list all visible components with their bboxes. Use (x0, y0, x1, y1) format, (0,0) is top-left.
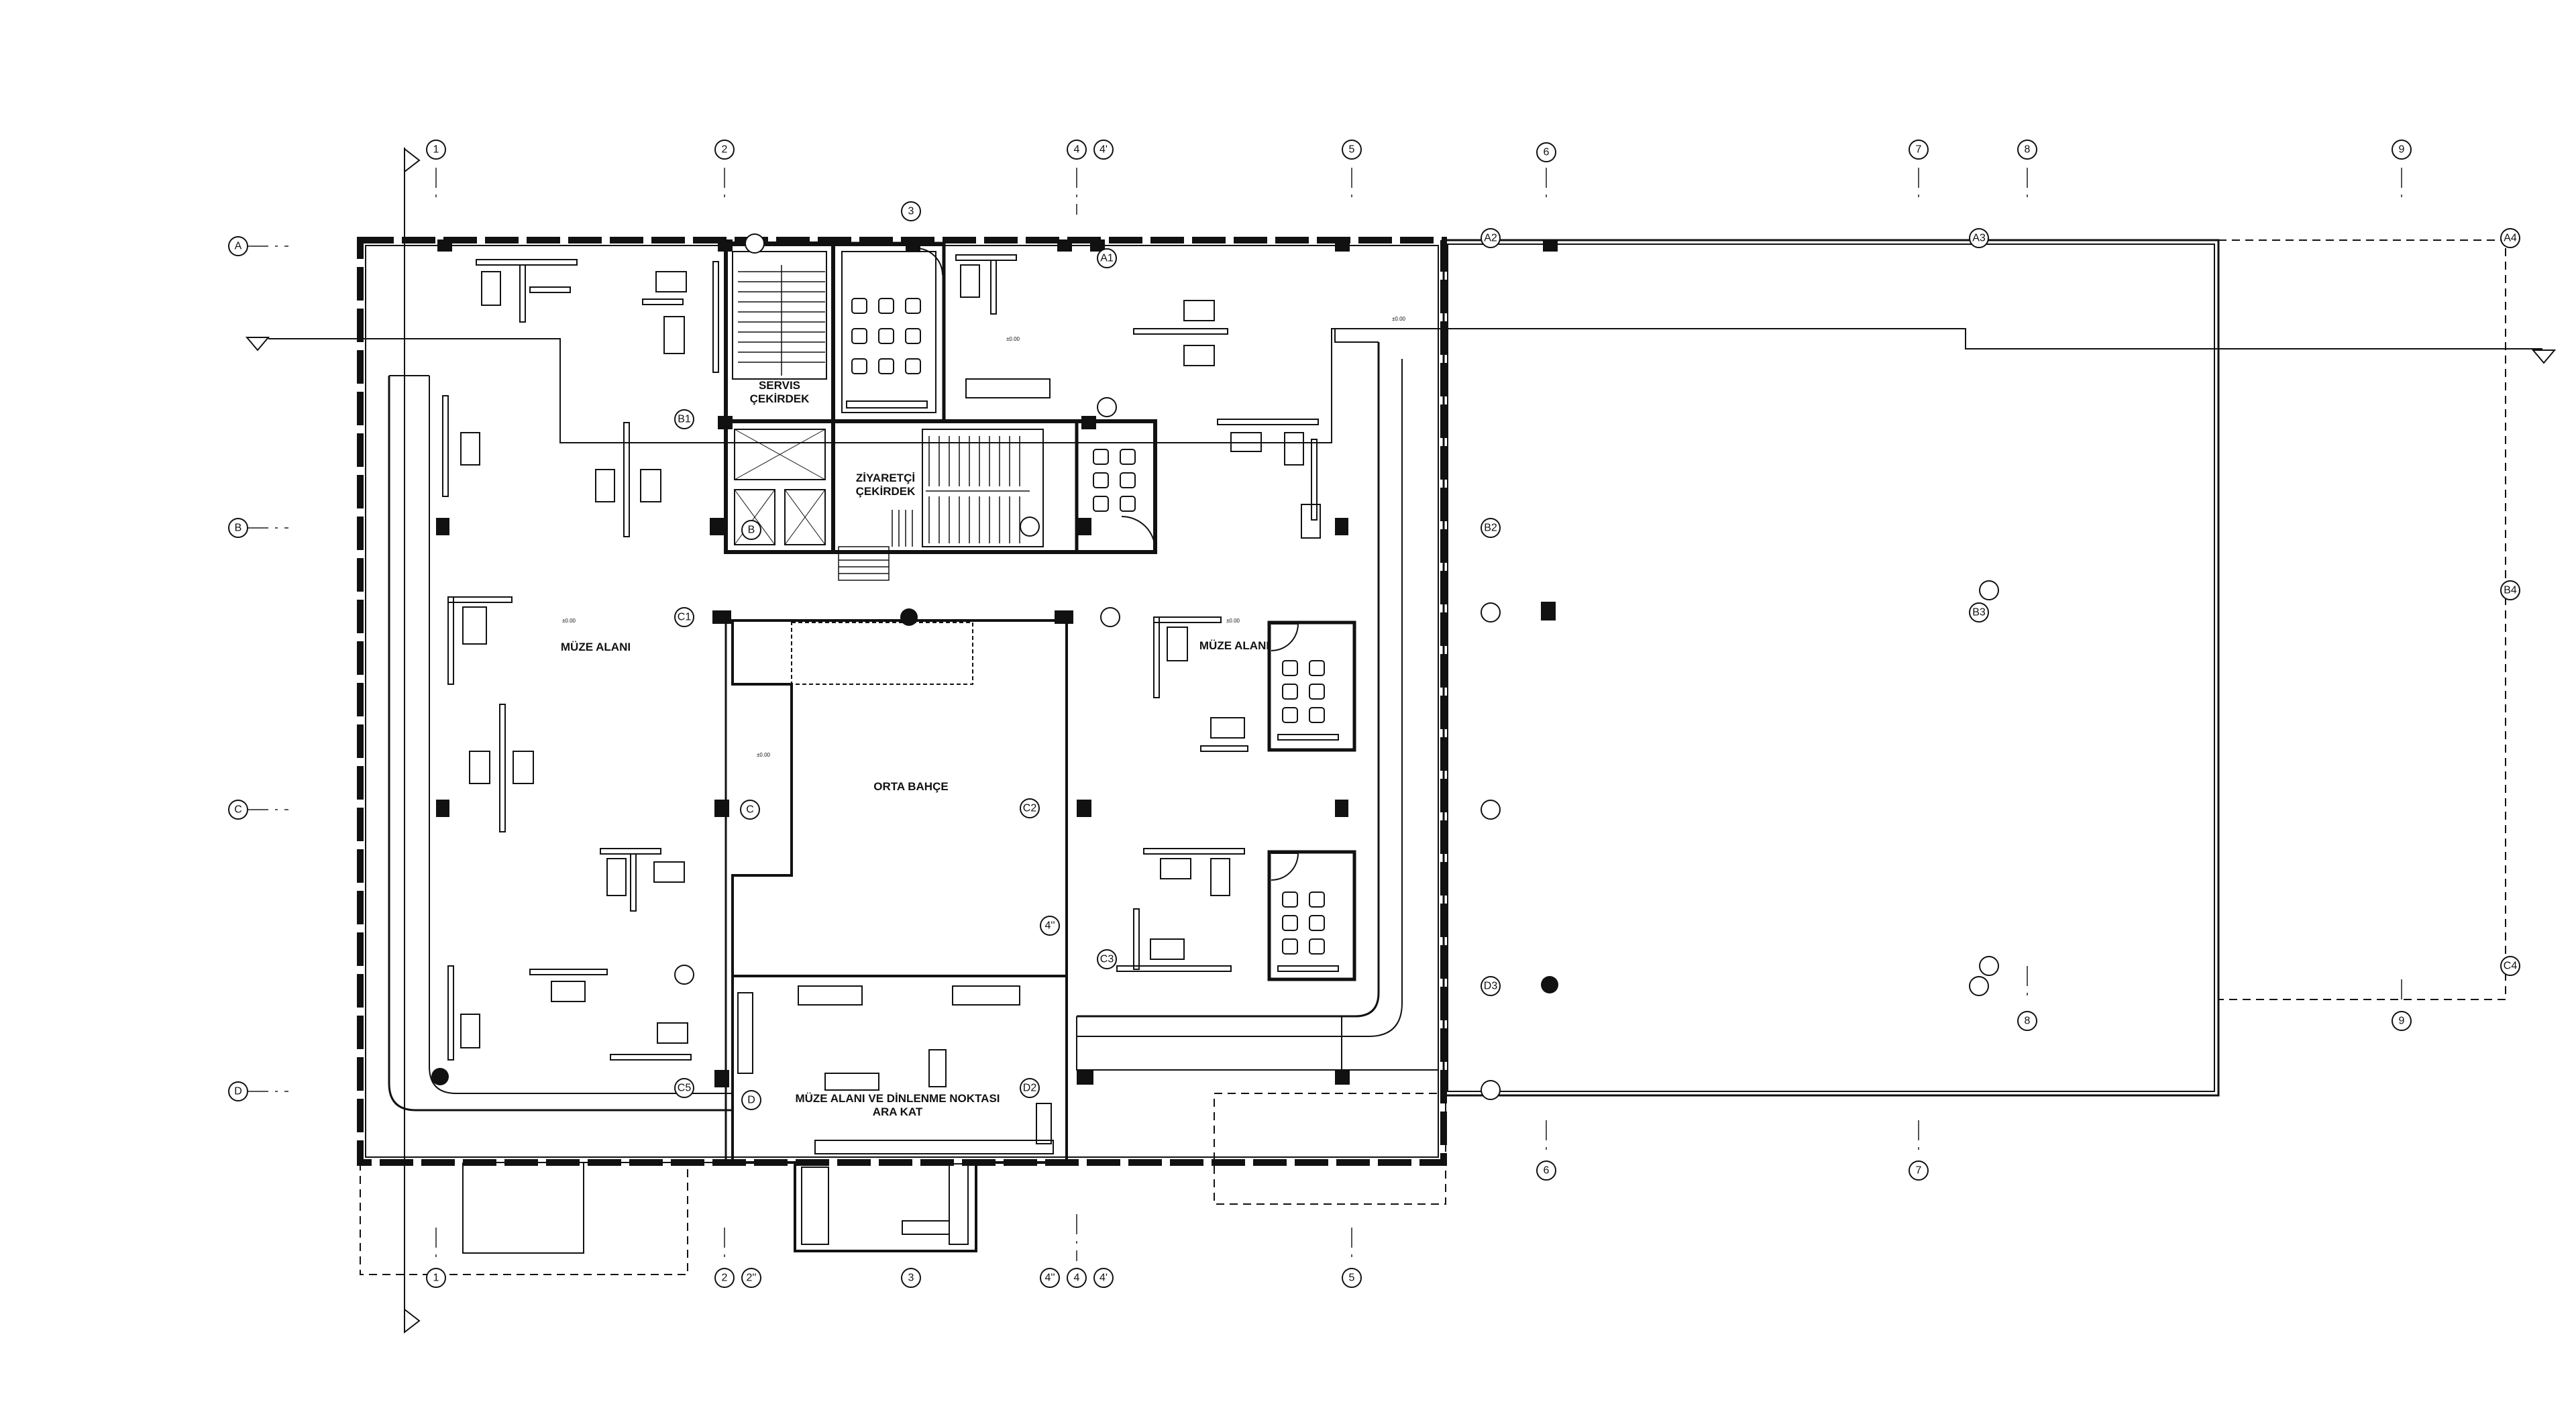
grid-label-c2: C2 (1023, 803, 1037, 814)
grid-label-a: A (235, 241, 242, 252)
level-mark-1: ±0.00 (1006, 336, 1020, 342)
room-museum-west: MÜZE ALANI (561, 641, 631, 653)
grid-label-9-top: 9 (2399, 144, 2405, 156)
grid-label-4p-top: 4' (1099, 144, 1108, 156)
grid-label-b4: B4 (2504, 585, 2517, 596)
grid-label-d: D (234, 1086, 242, 1097)
grid-label-2-bottom: 2 (722, 1272, 728, 1284)
grid-label-d3: D3 (1484, 981, 1498, 992)
grid-label-4-top: 4 (1074, 144, 1080, 156)
room-mezzanine-line1: MÜZE ALANI VE DİNLENME NOKTASI (795, 1092, 1000, 1105)
grid-label-7-bottom: 7 (1916, 1165, 1922, 1177)
grid-label-a1: A1 (1100, 253, 1114, 264)
grid-label-3-bottom: 3 (908, 1272, 914, 1284)
grid-label-b: B (235, 523, 242, 534)
grid-label-8-top: 8 (2025, 144, 2031, 156)
level-mark-4: ±0.00 (757, 752, 771, 758)
mezzanine (731, 976, 1068, 1252)
grid-label-b1: B1 (678, 414, 691, 425)
grid-label-a4: A4 (2504, 233, 2517, 244)
room-museum-east: MÜZE ALANI (1199, 639, 1269, 652)
grid-label-8-bottom: 8 (2025, 1016, 2031, 1027)
grid-label-5-top: 5 (1349, 144, 1355, 156)
grid-label-4p-bottom: 4' (1099, 1272, 1108, 1284)
room-visitor-core-line2: ÇEKİRDEK (856, 485, 916, 498)
table-sets (846, 298, 1356, 981)
level-mark-3: ±0.00 (1226, 618, 1240, 624)
building-walls (357, 237, 1447, 1275)
level-marks: ±0.00 ±0.00 ±0.00 ±0.00 ±0.00 (562, 316, 1406, 758)
level-mark-5: ±0.00 (1392, 316, 1406, 322)
grid-label-b2: B2 (1484, 523, 1497, 534)
room-courtyard: ORTA BAHÇE (873, 780, 948, 793)
grid-label-b3: B3 (1972, 607, 1986, 618)
exhibit-panels (442, 254, 1321, 1061)
grid-label-1-bottom: 1 (433, 1272, 439, 1284)
room-service-core-line1: SERVIS (759, 379, 800, 392)
grid-label-7-top: 7 (1916, 144, 1922, 156)
grid-lines (248, 168, 2402, 1261)
grid-label-6-bottom: 6 (1544, 1165, 1550, 1177)
top-wc (831, 241, 946, 423)
grid-bubbles (228, 140, 2520, 1288)
grid-label-c5: C5 (678, 1083, 692, 1094)
room-service-core-line2: ÇEKİRDEK (750, 392, 810, 405)
grid-label-d-inner: D (747, 1095, 755, 1106)
visitor-core (831, 419, 1157, 581)
grid-label-d2: D2 (1023, 1083, 1037, 1094)
grid-label-2-top: 2 (722, 144, 728, 156)
grid-label-c-inner: C (746, 804, 754, 816)
room-visitor-core-line1: ZİYARETÇİ (856, 472, 915, 484)
room-mezzanine-line2: ARA KAT (873, 1105, 923, 1118)
grid-label-4-bottom: 4 (1074, 1272, 1080, 1284)
section-line (268, 148, 2542, 1332)
grid-label-a2: A2 (1484, 233, 1497, 244)
room-labels: SERVIS ÇEKİRDEK ZİYARETÇİ ÇEKİRDEK MÜZE … (561, 379, 1269, 1118)
level-mark-2: ±0.00 (562, 618, 576, 624)
grid-label-b-inner: B (748, 525, 755, 536)
grid-label-9-bottom: 9 (2399, 1016, 2405, 1027)
grid-label-5-bottom: 5 (1349, 1272, 1355, 1284)
columns (431, 239, 1558, 1087)
grid-label-2pp-bottom: 2'' (746, 1272, 756, 1284)
grid-label-4pp-bottom: 4'' (1044, 1272, 1055, 1284)
grid-label-6-top: 6 (1544, 147, 1550, 158)
grid-label-1-top: 1 (433, 144, 439, 156)
grid-labels: 1 2 3 4 4' 5 6 7 8 9 A B C D 1 2 2'' 3 4… (234, 144, 2517, 1284)
grid-label-c: C (234, 804, 242, 816)
grid-label-3-top: 3 (908, 206, 914, 217)
grid-label-c1: C1 (678, 612, 692, 623)
east-annex (1442, 239, 2506, 1097)
grid-label-a3: A3 (1972, 233, 1986, 244)
grid-label-c4: C4 (2504, 961, 2518, 972)
section-markers (245, 147, 2557, 1334)
courtyard-walls (724, 617, 1068, 1162)
grid-label-c3: C3 (1100, 954, 1114, 965)
grid-label-4pp-inner: 4'' (1044, 920, 1055, 932)
